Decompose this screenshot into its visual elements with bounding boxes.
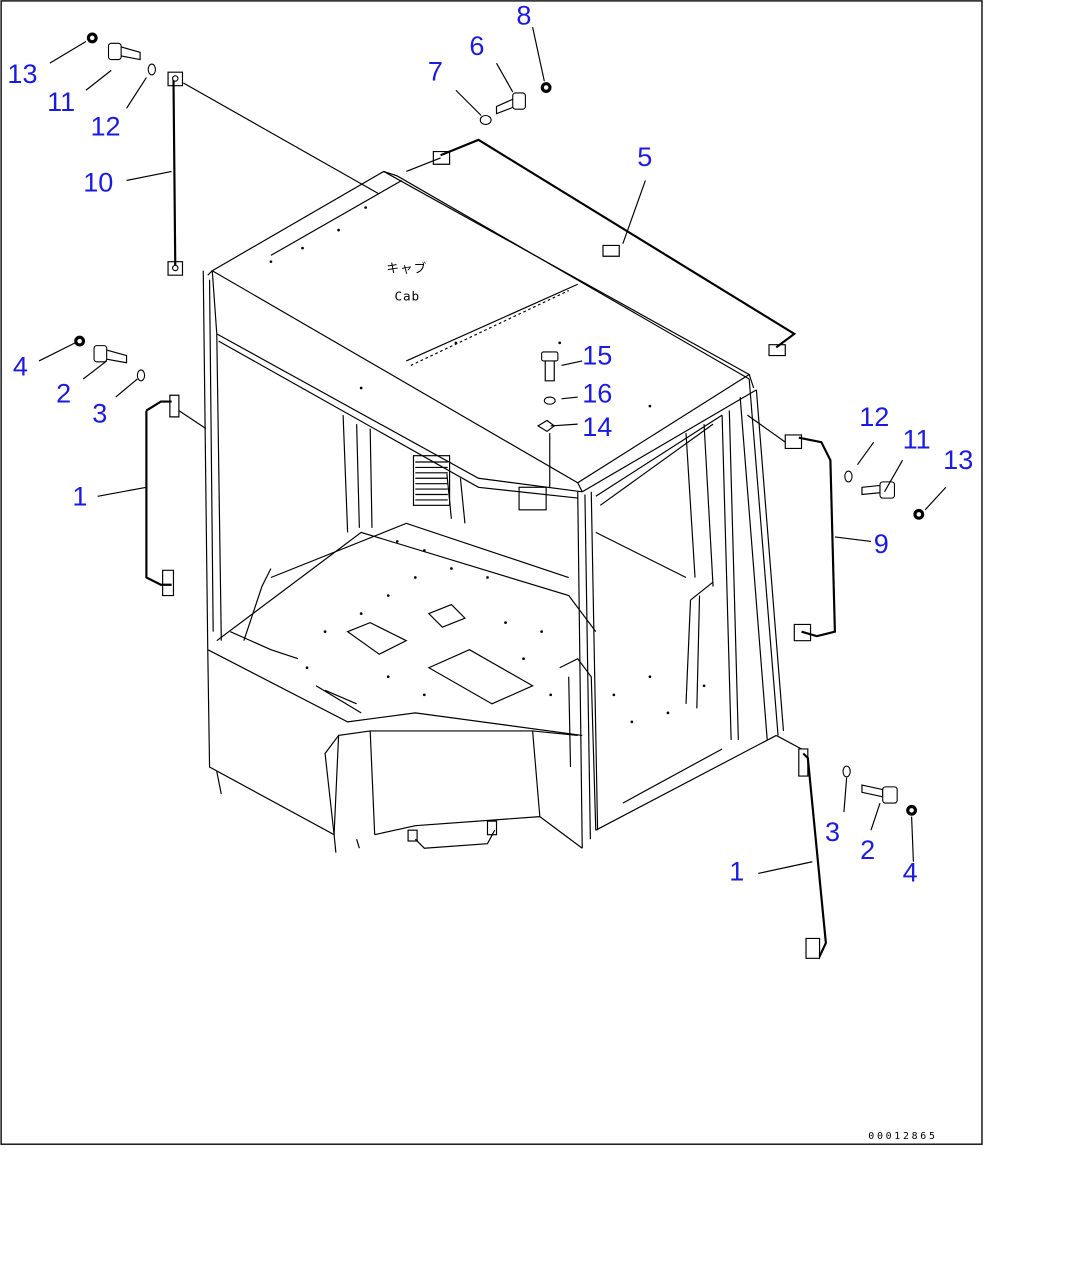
cab-caption-en: Cab xyxy=(395,288,421,303)
callout-3-left: 3 xyxy=(92,397,107,428)
cab-body xyxy=(202,170,785,853)
callout-1-left: 1 xyxy=(72,480,87,511)
callout-6: 6 xyxy=(469,30,484,61)
callout-2-right: 2 xyxy=(860,834,875,865)
callout-14: 14 xyxy=(582,411,612,442)
callout-4-left: 4 xyxy=(13,350,28,381)
part-1-left-handrail xyxy=(145,394,180,597)
callout-10: 10 xyxy=(83,166,113,197)
callout-1-right: 1 xyxy=(729,856,744,887)
callout-11-right: 11 xyxy=(903,423,931,454)
callout-8: 8 xyxy=(516,0,531,30)
part-9-right-handrail xyxy=(784,434,837,642)
callout-16: 16 xyxy=(582,377,612,408)
leader-lines xyxy=(38,26,947,875)
callout-13-right: 13 xyxy=(943,444,973,475)
cab-parts-diagram: キャブ Cab xyxy=(0,0,983,1145)
callout-15: 15 xyxy=(582,340,612,371)
callout-13-left: 13 xyxy=(7,58,37,89)
part-1-right-handrail xyxy=(798,748,827,959)
part-5-roof-rail xyxy=(432,138,797,357)
callout-2-left: 2 xyxy=(56,377,71,408)
callout-12-left: 12 xyxy=(90,110,120,141)
callout-7: 7 xyxy=(428,55,443,86)
diagram-border xyxy=(0,0,983,1145)
callout-11-left: 11 xyxy=(47,86,75,117)
callout-5: 5 xyxy=(637,141,652,172)
part-10-handrail xyxy=(167,71,184,276)
drawing-number: 00012865 xyxy=(868,1131,937,1142)
callout-12-right: 12 xyxy=(859,401,889,432)
callout-3-right: 3 xyxy=(825,816,840,847)
callout-9: 9 xyxy=(874,528,889,559)
callout-4-right: 4 xyxy=(903,857,918,888)
cab-caption-jp: キャブ xyxy=(386,261,427,276)
fasteners xyxy=(74,32,925,816)
